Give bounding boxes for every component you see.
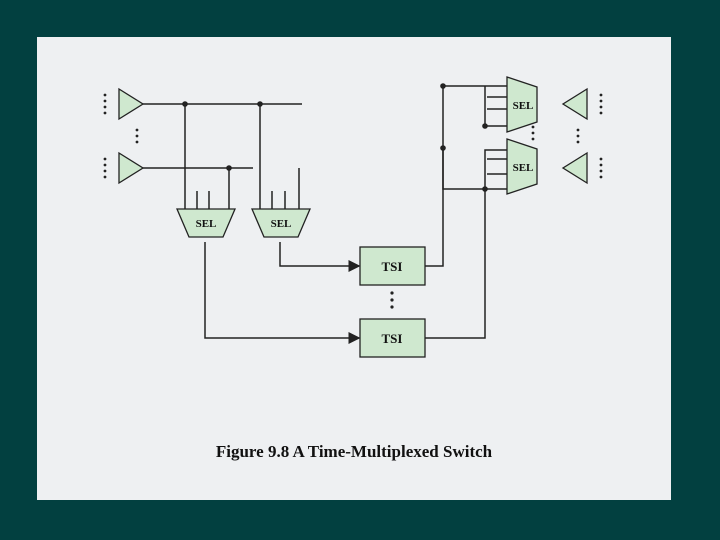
wire-tsi-top-to-output-bus	[425, 85, 507, 267]
output-bus-cross	[484, 86, 507, 127]
junction-dot	[440, 83, 446, 89]
input-amplifier-top	[118, 87, 145, 121]
output-bus-cross	[442, 148, 507, 190]
sel-input-left	[176, 208, 236, 238]
ellipsis-dots	[103, 157, 107, 179]
slide: SEL SEL SEL SEL TSI TSI	[37, 37, 671, 500]
ellipsis-dots	[531, 125, 535, 141]
output-amplifier-bottom	[561, 151, 588, 185]
input-amplifier-bottom	[118, 151, 145, 185]
sel-output-top	[506, 76, 538, 133]
wire-sel-to-tsi-top	[279, 242, 361, 272]
sel-input-right	[251, 208, 311, 238]
junction-dot	[257, 101, 263, 107]
ellipsis-dots	[390, 291, 394, 309]
ellipsis-dots	[103, 93, 107, 115]
tsi-bottom-label: TSI	[382, 331, 403, 346]
junction-dot	[482, 186, 488, 192]
tsi-top-box	[359, 246, 426, 286]
tsi-top-label: TSI	[382, 259, 403, 274]
output-amplifier-top	[561, 87, 588, 121]
ellipsis-dots	[576, 128, 580, 144]
ellipsis-dots	[599, 157, 603, 179]
sel-output-bottom-label: SEL	[513, 162, 534, 174]
sel-output-top-label: SEL	[513, 100, 534, 112]
ellipsis-dots	[599, 93, 603, 115]
wire-sel-to-tsi-bottom	[204, 242, 361, 344]
sel-input-right-label: SEL	[271, 218, 292, 230]
junction-dot	[482, 123, 488, 129]
junction-dot	[440, 145, 446, 151]
junction-dot	[226, 165, 232, 171]
wire-tsi-bottom-to-output-bus	[425, 149, 507, 339]
sel-output-bottom	[506, 138, 538, 195]
time-multiplexed-switch-diagram: SEL SEL SEL SEL TSI TSI	[103, 76, 603, 358]
tsi-bottom-box	[359, 318, 426, 358]
sel-input-left-label: SEL	[196, 218, 217, 230]
figure-caption: Figure 9.8 A Time-Multiplexed Switch	[215, 442, 493, 461]
ellipsis-dots	[135, 128, 139, 144]
junction-dot	[182, 101, 188, 107]
